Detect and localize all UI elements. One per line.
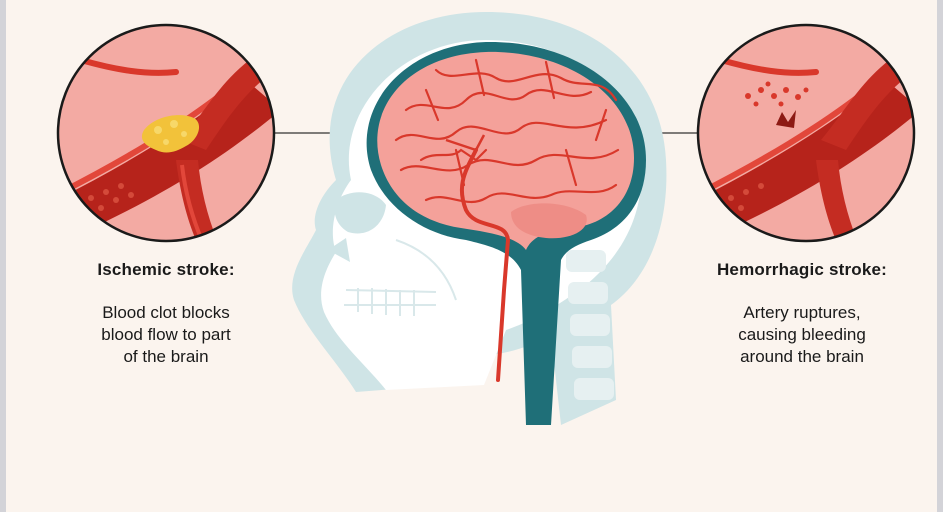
stroke-diagram: Ischemic stroke: Blood clot blocks blood… <box>6 0 937 512</box>
blood-clot-zoom-icon <box>46 25 281 260</box>
hemorrhagic-desc-line: around the brain <box>686 346 918 368</box>
hemorrhagic-stroke-heading: Hemorrhagic stroke: <box>686 260 918 280</box>
hemorrhagic-desc-line: Artery ruptures, <box>686 302 918 324</box>
diagram-artwork <box>6 0 937 512</box>
ischemic-desc-line: blood flow to part <box>66 324 266 346</box>
artery-rupture-zoom-icon <box>686 25 921 260</box>
hemorrhagic-stroke-caption: Hemorrhagic stroke: Artery ruptures, cau… <box>686 260 918 368</box>
page-edge <box>937 0 943 512</box>
ischemic-desc-line: Blood clot blocks <box>66 302 266 324</box>
head-brain-skull-icon <box>292 12 666 425</box>
ischemic-stroke-heading: Ischemic stroke: <box>66 260 266 280</box>
ischemic-desc-line: of the brain <box>66 346 266 368</box>
hemorrhagic-stroke-description: Artery ruptures, causing bleeding around… <box>686 302 918 368</box>
ischemic-stroke-caption: Ischemic stroke: Blood clot blocks blood… <box>66 260 266 368</box>
ischemic-stroke-description: Blood clot blocks blood flow to part of … <box>66 302 266 368</box>
hemorrhagic-desc-line: causing bleeding <box>686 324 918 346</box>
